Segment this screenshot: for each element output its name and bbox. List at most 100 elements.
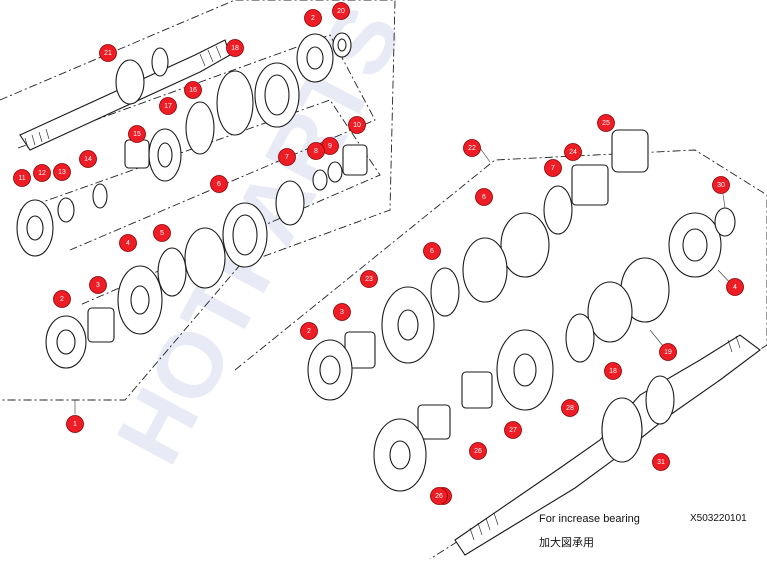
callout-14[interactable]: 14	[79, 150, 97, 168]
callout-label: 23	[365, 276, 373, 283]
callout-22[interactable]: 22	[463, 139, 481, 157]
callout-27[interactable]: 27	[504, 421, 522, 439]
callout-label: 6	[430, 248, 434, 255]
callout-12[interactable]: 12	[33, 164, 51, 182]
callout-6[interactable]: 6	[475, 188, 493, 206]
callout-21[interactable]: 21	[99, 44, 117, 62]
needle-bearing-10	[342, 144, 368, 176]
callout-circle	[726, 278, 744, 296]
synchro-assembly-6-lower	[500, 212, 550, 278]
callout-circle	[469, 442, 487, 460]
gear-28-bore	[513, 353, 537, 387]
bearing-2-lower-bore	[319, 355, 341, 385]
callout-label: 17	[164, 103, 172, 110]
callout-1[interactable]: 1	[66, 415, 84, 433]
callout-circle	[53, 163, 71, 181]
callout-17[interactable]: 17	[159, 97, 177, 115]
gear-29-bore	[389, 440, 411, 470]
callout-8[interactable]: 8	[307, 142, 325, 160]
callout-13[interactable]: 13	[53, 163, 71, 181]
callout-26[interactable]: 26	[430, 487, 448, 505]
components	[16, 32, 761, 556]
callout-label: 4	[733, 284, 737, 291]
callout-7[interactable]: 7	[544, 159, 562, 177]
lower-shaft-splines	[469, 335, 741, 541]
callout-label: 27	[509, 427, 517, 434]
bearing-2-upper-bore	[306, 46, 324, 70]
callout-label: 3	[96, 282, 100, 289]
callout-label: 9	[328, 143, 332, 150]
callout-3[interactable]: 3	[89, 276, 107, 294]
callout-circle	[307, 142, 325, 160]
upper-shaft-drive-gear	[115, 59, 145, 105]
callout-6[interactable]: 6	[210, 175, 228, 193]
callout-label: 16	[189, 87, 197, 94]
callout-18[interactable]: 18	[604, 362, 622, 380]
callout-markers: 1220211816171510987141312116543222252473…	[13, 2, 744, 505]
callout-label: 11	[18, 175, 25, 182]
callout-label: 3	[340, 309, 344, 316]
callout-circle	[13, 169, 31, 187]
callout-label: 1	[73, 421, 77, 428]
gear-23-bore	[397, 309, 419, 341]
callout-2[interactable]: 2	[53, 290, 71, 308]
callout-16[interactable]: 16	[184, 81, 202, 99]
callout-circle	[652, 453, 670, 471]
callout-label: 8	[314, 148, 318, 155]
sleeve-19	[587, 281, 633, 343]
callout-9[interactable]: 9	[321, 137, 339, 155]
callout-11[interactable]: 11	[13, 169, 31, 187]
callout-circle	[561, 399, 579, 417]
callout-25[interactable]: 25	[597, 114, 615, 132]
callout-28[interactable]: 28	[561, 399, 579, 417]
washer-20-bore	[337, 38, 347, 52]
callout-23[interactable]: 23	[360, 270, 378, 288]
callout-label: 26	[474, 448, 482, 455]
callout-10[interactable]: 10	[348, 116, 366, 134]
callout-label: 26	[435, 493, 443, 500]
callout-6[interactable]: 6	[423, 242, 441, 260]
sleeve-hub-18-bore	[264, 74, 290, 116]
callout-2[interactable]: 2	[304, 9, 322, 27]
callout-label: 13	[58, 169, 66, 176]
callout-4[interactable]: 4	[726, 278, 744, 296]
callout-label: 14	[84, 156, 92, 163]
callout-30[interactable]: 30	[712, 176, 730, 194]
ring-7-lower	[543, 185, 573, 235]
callout-4[interactable]: 4	[119, 234, 137, 252]
callout-label: 2	[311, 15, 315, 22]
callout-7[interactable]: 7	[278, 148, 296, 166]
callout-31[interactable]: 31	[652, 453, 670, 471]
callout-circle	[604, 362, 622, 380]
callout-2[interactable]: 2	[300, 322, 318, 340]
callout-label: 2	[307, 328, 311, 335]
callout-label: 7	[285, 154, 289, 161]
callout-26[interactable]: 26	[469, 442, 487, 460]
callout-label: 20	[337, 8, 345, 15]
callout-circle	[119, 234, 137, 252]
callout-24[interactable]: 24	[564, 143, 582, 161]
callout-circle	[33, 164, 51, 182]
bearing-lower-right-bore	[682, 228, 708, 262]
callout-18[interactable]: 18	[226, 39, 244, 57]
callout-15[interactable]: 15	[128, 125, 146, 143]
callout-label: 15	[133, 131, 141, 138]
callout-label: 19	[664, 349, 672, 356]
callout-19[interactable]: 19	[659, 343, 677, 361]
callout-circle	[66, 415, 84, 433]
circlip-8	[312, 169, 328, 191]
callout-circle	[659, 343, 677, 361]
washer-13	[57, 197, 75, 223]
shaft-gear-31	[601, 397, 643, 463]
callout-circle	[430, 487, 448, 505]
callout-3[interactable]: 3	[333, 303, 351, 321]
gear-11-bore	[26, 215, 44, 241]
callout-circle	[333, 303, 351, 321]
callout-circle	[99, 44, 117, 62]
callout-circle	[597, 114, 615, 132]
callout-20[interactable]: 20	[332, 2, 350, 20]
callout-label: 30	[717, 182, 725, 189]
callout-5[interactable]: 5	[153, 224, 171, 242]
